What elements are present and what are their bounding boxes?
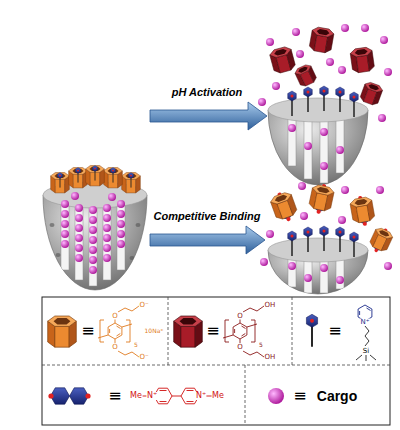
pore-channels <box>50 196 141 286</box>
atom-label: N⁺ <box>360 319 370 326</box>
released-cargo <box>260 182 392 284</box>
viologen-structure <box>141 388 213 404</box>
counterion-label: 10Na⁺ <box>145 328 164 334</box>
atom-label: O <box>237 344 244 351</box>
equivalence-sign: ≡ <box>328 323 341 339</box>
atom-label: Me <box>130 392 143 400</box>
pillararene-structure <box>98 306 139 357</box>
stalks <box>288 226 359 257</box>
cargo-balls <box>61 192 125 274</box>
atom-label: Me <box>212 392 225 400</box>
process-arrow <box>150 102 267 130</box>
equivalence-sign: ≡ <box>206 323 219 339</box>
repeat-subscript: 5 <box>259 342 263 348</box>
atom-label: OH <box>264 354 276 361</box>
stalk-symbol <box>306 314 317 347</box>
opened-nanoparticle <box>260 182 395 294</box>
acid-pillararene-symbol <box>174 316 203 347</box>
pyridinium-structure <box>356 305 376 361</box>
repeat-subscript: 5 <box>134 342 138 348</box>
atom-label: O <box>112 344 119 351</box>
atom-label: O <box>237 313 244 320</box>
atom-label: OH <box>264 302 276 309</box>
equivalence-sign: ≡ <box>293 388 306 404</box>
released-rings <box>269 26 384 106</box>
atom-label: O⁻ <box>139 302 149 309</box>
released-cargo <box>258 24 392 170</box>
capped-nanoparticle <box>43 166 147 291</box>
equivalence-sign: ≡ <box>81 323 94 339</box>
pillararene-caps <box>51 166 141 193</box>
pillararene-symbol <box>48 316 77 347</box>
arrow-label: Competitive Binding <box>154 211 261 222</box>
atom-label: O⁻ <box>139 354 149 361</box>
arrow-label: pH Activation <box>172 87 243 98</box>
atom-label: N⁺ <box>195 392 206 400</box>
legend-text: Cargo <box>317 389 357 403</box>
cargo-swatch <box>268 388 284 404</box>
viologen-symbol <box>48 388 90 404</box>
stalks <box>288 86 359 117</box>
atom-label: N⁺ <box>146 392 157 400</box>
acid-pillararene-structure <box>223 306 264 357</box>
opened-nanoparticle <box>258 24 392 185</box>
process-arrow <box>150 226 265 254</box>
atom-label: O <box>112 313 119 320</box>
legend-box <box>42 297 390 425</box>
atom-label: Si <box>362 348 369 355</box>
ring-viologen-complexes <box>269 182 395 256</box>
equivalence-sign: ≡ <box>108 388 121 404</box>
